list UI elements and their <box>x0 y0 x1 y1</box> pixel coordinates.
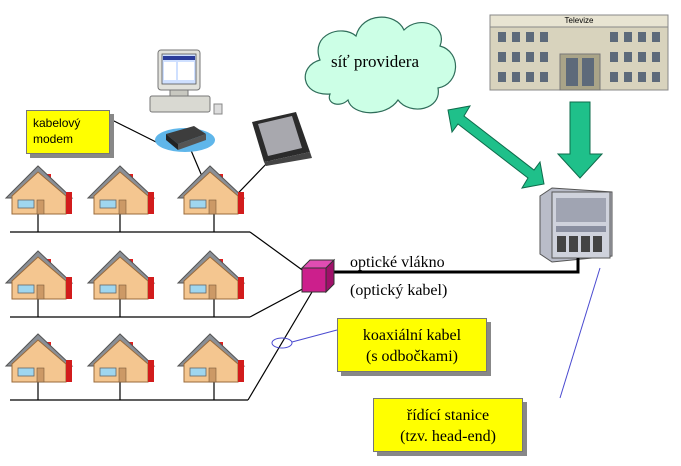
coax-callout: koaxiální kabel (s odbočkami) <box>337 318 487 372</box>
cable-modem-label-line2: modem <box>33 132 74 146</box>
house-icon <box>5 333 73 383</box>
cloud-icon <box>304 16 457 114</box>
fiber-cable <box>332 258 580 274</box>
cable-modem-label-line1: kabelový <box>33 116 81 130</box>
cable-modem-icon <box>155 126 215 152</box>
arrow-station-headend <box>556 101 604 179</box>
headend-callout: řídící stanice (tzv. head-end) <box>373 398 523 452</box>
coax-label-line2: (s odbočkami) <box>366 348 458 365</box>
computer-icon <box>149 49 223 115</box>
callout-leaders <box>271 267 601 399</box>
fiber-sublabel: (optický kabel) <box>350 282 448 299</box>
headend-label-line2: (tzv. head-end) <box>400 428 496 445</box>
headend-label-line1: řídící stanice <box>406 407 490 424</box>
coax-label-line1: koaxiální kabel <box>362 327 462 344</box>
coax-lines <box>10 119 313 401</box>
house-icon <box>5 165 73 215</box>
tv-station-label: Televize <box>564 16 594 25</box>
house-icon <box>87 333 155 383</box>
house-icon <box>177 165 245 215</box>
arrow-provider-headend <box>447 105 545 189</box>
house-icon <box>87 165 155 215</box>
house-icon <box>177 333 245 383</box>
headend-rack-icon <box>539 187 613 263</box>
house-icon <box>87 250 155 300</box>
television-icon <box>252 112 312 166</box>
house-icon <box>177 250 245 300</box>
provider-network-label: síť providera <box>331 52 419 71</box>
cable-modem-callout: kabelový modem <box>26 110 110 154</box>
house-icon <box>5 250 73 300</box>
optical-node-icon <box>300 258 336 294</box>
fiber-label: optické vlákno <box>350 254 445 271</box>
tv-station-building-icon <box>489 14 669 91</box>
